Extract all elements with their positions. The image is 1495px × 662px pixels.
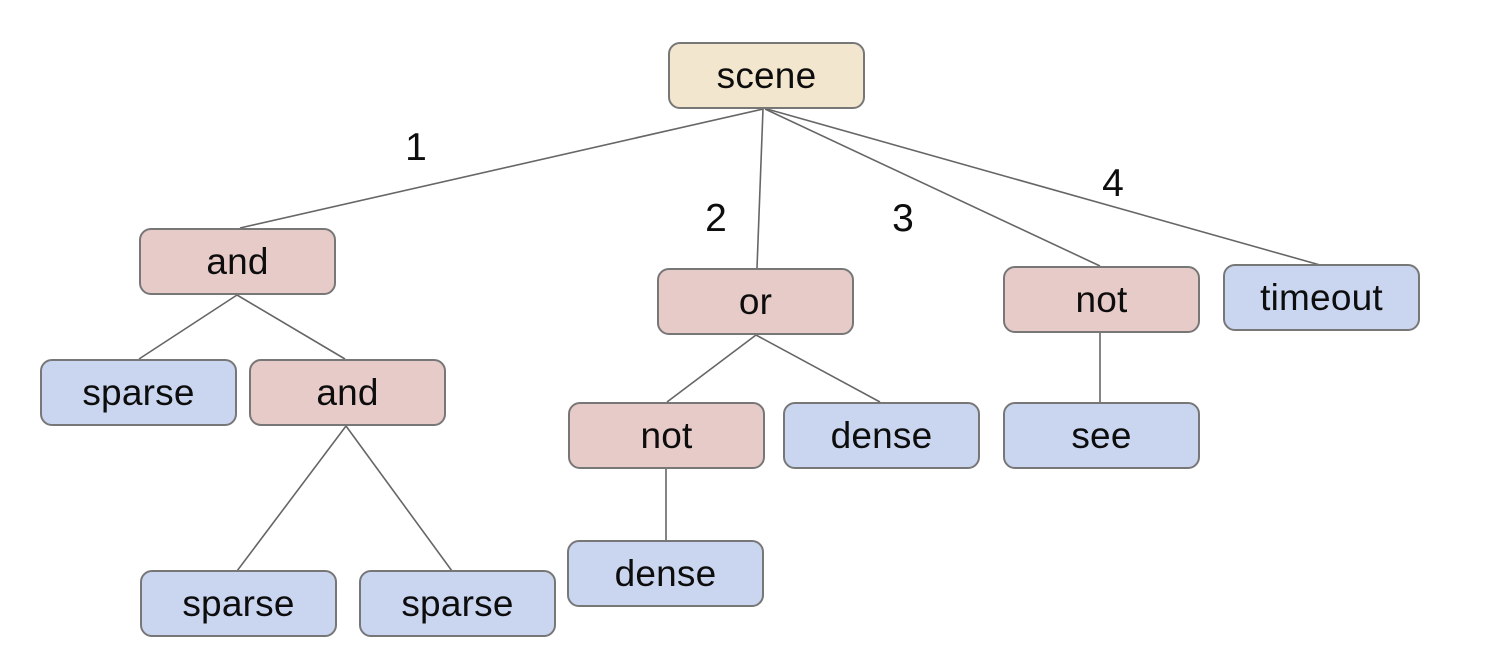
- edge-scene-and: [239, 108, 764, 229]
- edge-and2-sparse2: [345, 425, 453, 572]
- tree-node-see: see: [1003, 402, 1200, 469]
- tree-node-and-1: and: [139, 228, 336, 295]
- edge-scene-not: [764, 108, 1101, 267]
- tree-node-not-2: not: [568, 402, 765, 469]
- edge-label-3: 3: [892, 197, 914, 240]
- tree-node-or: or: [657, 268, 854, 335]
- edge-or-dense: [755, 334, 881, 403]
- tree-node-timeout: timeout: [1223, 264, 1420, 331]
- edge-label-4: 4: [1102, 162, 1124, 205]
- tree-node-dense-2: dense: [567, 540, 764, 607]
- tree-node-not-1: not: [1003, 266, 1200, 333]
- tree-node-sparse-2: sparse: [140, 570, 337, 637]
- tree-node-and-2: and: [249, 359, 446, 426]
- edge-label-1: 1: [405, 126, 427, 169]
- edge-scene-or: [756, 108, 764, 269]
- edge-and-sparse: [138, 294, 238, 360]
- tree-node-scene: scene: [668, 42, 865, 109]
- edge-scene-timeout: [766, 108, 1321, 266]
- tree-node-sparse-3: sparse: [359, 570, 556, 637]
- tree-node-dense-1: dense: [783, 402, 980, 469]
- edge-and2-sparse: [236, 425, 347, 572]
- edge-and-and: [236, 294, 346, 360]
- edge-label-2: 2: [705, 197, 727, 240]
- edge-or-not: [666, 334, 757, 403]
- tree-node-sparse-1: sparse: [40, 359, 237, 426]
